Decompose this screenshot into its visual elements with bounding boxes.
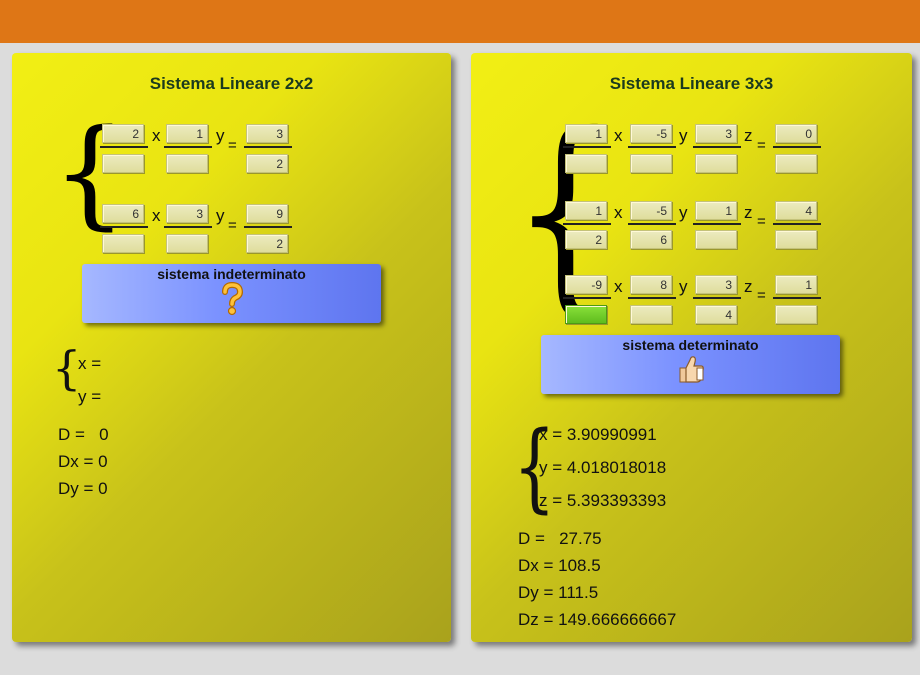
thumbs-up-icon bbox=[679, 356, 704, 383]
determinant-dx: Dx = 0 bbox=[58, 452, 108, 471]
coef-b-num[interactable]: 1 bbox=[166, 124, 208, 143]
coef-a-num[interactable]: 1 bbox=[565, 201, 607, 220]
coef-c-num[interactable]: 1 bbox=[695, 201, 737, 220]
coef-b-num[interactable]: 8 bbox=[630, 275, 672, 294]
equals-sign: = bbox=[228, 217, 237, 234]
fraction-line bbox=[100, 226, 148, 228]
status-label: sistema indeterminato bbox=[157, 266, 306, 282]
var-z: z bbox=[744, 203, 753, 222]
coef-a-num[interactable]: 6 bbox=[102, 204, 144, 223]
panel-2x2: Sistema Lineare 2x2 { 2 x 1 y = 3 2 6 x … bbox=[12, 53, 451, 642]
coef-a-den[interactable] bbox=[565, 154, 607, 173]
fraction-line bbox=[563, 146, 611, 148]
coef-b-den[interactable] bbox=[630, 305, 672, 324]
header-bar bbox=[0, 0, 920, 43]
coef-b-den[interactable] bbox=[630, 154, 672, 173]
fraction-line bbox=[773, 146, 821, 148]
const-den[interactable] bbox=[775, 154, 817, 173]
coef-c-den[interactable] bbox=[695, 154, 737, 173]
fraction-line bbox=[628, 146, 676, 148]
status-label: sistema determinato bbox=[622, 337, 759, 353]
solve-status-button[interactable]: sistema indeterminato bbox=[82, 264, 381, 323]
coef-c-den[interactable]: 4 bbox=[695, 305, 737, 324]
coef-a-den[interactable] bbox=[565, 305, 607, 324]
coef-b-den[interactable]: 6 bbox=[630, 230, 672, 249]
solve-status-button[interactable]: sistema determinato bbox=[541, 335, 840, 394]
fraction-line bbox=[563, 297, 611, 299]
coef-a-den[interactable] bbox=[102, 234, 144, 253]
var-x: x bbox=[614, 126, 623, 145]
fraction-line bbox=[244, 226, 292, 228]
solution-x: x = bbox=[78, 354, 102, 373]
var-x: x bbox=[614, 277, 623, 296]
const-den[interactable] bbox=[775, 305, 817, 324]
coef-a-den[interactable]: 2 bbox=[565, 230, 607, 249]
var-x: x bbox=[614, 203, 623, 222]
coef-b-den[interactable] bbox=[166, 154, 208, 173]
determinant-dx: Dx = 108.5 bbox=[518, 556, 601, 575]
coef-b-num[interactable]: 3 bbox=[166, 204, 208, 223]
determinant-dz: Dz = 149.666666667 bbox=[518, 610, 677, 629]
const-num[interactable]: 9 bbox=[246, 204, 288, 223]
var-z: z bbox=[744, 277, 753, 296]
const-den[interactable] bbox=[775, 230, 817, 249]
coef-a-num[interactable]: 2 bbox=[102, 124, 144, 143]
fraction-line bbox=[164, 226, 212, 228]
var-x: x bbox=[152, 206, 161, 225]
var-y: y bbox=[679, 277, 688, 296]
const-num[interactable]: 4 bbox=[775, 201, 817, 220]
panel-title: Sistema Lineare 3x3 bbox=[609, 74, 774, 93]
equals-sign: = bbox=[757, 137, 766, 154]
solution-z: z = 5.393393393 bbox=[539, 491, 667, 510]
fraction-line bbox=[693, 223, 741, 225]
var-y: y bbox=[216, 206, 225, 225]
var-y: y bbox=[679, 203, 688, 222]
const-num[interactable]: 1 bbox=[775, 275, 817, 294]
equals-sign: = bbox=[757, 213, 766, 230]
fraction-line bbox=[100, 146, 148, 148]
coef-c-den[interactable] bbox=[695, 230, 737, 249]
coef-b-num[interactable]: -5 bbox=[630, 124, 672, 143]
coef-c-num[interactable]: 3 bbox=[695, 124, 737, 143]
solution-y: y = 4.018018018 bbox=[539, 458, 667, 477]
solution-y: y = bbox=[78, 387, 102, 406]
fraction-line bbox=[693, 297, 741, 299]
coef-a-num[interactable]: -9 bbox=[565, 275, 607, 294]
const-num[interactable]: 0 bbox=[775, 124, 817, 143]
solution-brace: { bbox=[513, 411, 556, 523]
fraction-line bbox=[693, 146, 741, 148]
determinant-d: D = 27.75 bbox=[518, 529, 602, 548]
determinant-d: D = 0 bbox=[58, 425, 109, 444]
var-z: z bbox=[744, 126, 753, 145]
const-den[interactable]: 2 bbox=[246, 154, 288, 173]
fraction-line bbox=[244, 146, 292, 148]
coef-b-num[interactable]: -5 bbox=[630, 201, 672, 220]
const-den[interactable]: 2 bbox=[246, 234, 288, 253]
solution-x: x = 3.90990991 bbox=[539, 425, 657, 444]
equals-sign: = bbox=[228, 137, 237, 154]
coef-a-num[interactable]: 1 bbox=[565, 124, 607, 143]
determinant-dy: Dy = 111.5 bbox=[518, 583, 599, 602]
fraction-line bbox=[164, 146, 212, 148]
fraction-line bbox=[628, 223, 676, 225]
coef-b-den[interactable] bbox=[166, 234, 208, 253]
var-y: y bbox=[679, 126, 688, 145]
fraction-line bbox=[628, 297, 676, 299]
panel-title: Sistema Lineare 2x2 bbox=[149, 74, 314, 93]
const-num[interactable]: 3 bbox=[246, 124, 288, 143]
solution-brace: { bbox=[52, 341, 82, 395]
var-y: y bbox=[216, 126, 225, 145]
panel-3x3: Sistema Lineare 3x3 { 1 x -5 y 3 z = 0 1… bbox=[471, 53, 912, 642]
equals-sign: = bbox=[757, 287, 766, 304]
fraction-line bbox=[773, 297, 821, 299]
coef-c-num[interactable]: 3 bbox=[695, 275, 737, 294]
question-mark-icon bbox=[221, 282, 243, 316]
determinant-dy: Dy = 0 bbox=[58, 479, 108, 498]
coef-a-den[interactable] bbox=[102, 154, 144, 173]
fraction-line bbox=[773, 223, 821, 225]
var-x: x bbox=[152, 126, 161, 145]
fraction-line bbox=[563, 223, 611, 225]
